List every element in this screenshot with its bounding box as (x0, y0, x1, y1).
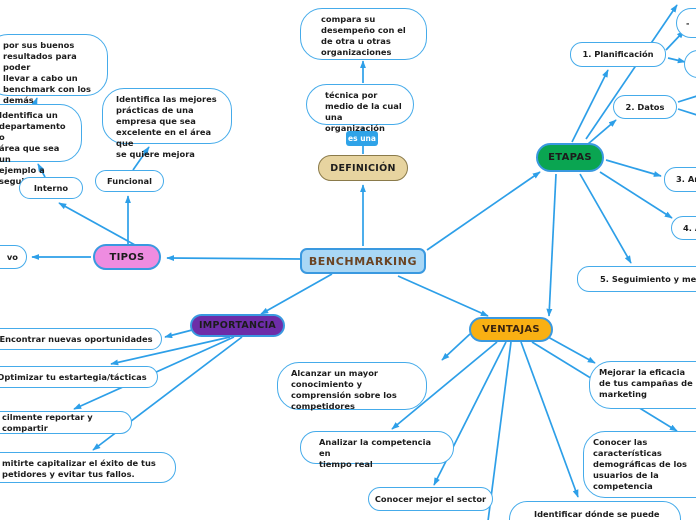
node-etapa-5[interactable]: 5. Seguimiento y mejora (577, 266, 696, 292)
node-etapas[interactable]: ETAPAS (536, 143, 604, 172)
node-ventajas-item-2[interactable]: Analizar la competencia en tiempo real (300, 431, 454, 469)
node-tipo-competitivo-partial[interactable]: vo (0, 245, 27, 269)
edge-ventajas-analizar (391, 341, 498, 430)
node-benchmarking[interactable]: BENCHMARKING (300, 248, 426, 274)
node-tipos[interactable]: TIPOS (93, 244, 161, 270)
node-ventajas-item-1[interactable]: Alcanzar un mayor conocimiento y compren… (277, 362, 427, 411)
node-etapa-4-partial[interactable]: 4. A (671, 216, 696, 240)
edge-benchmarking-tipos (166, 255, 301, 262)
edge-datos-right2 (677, 108, 696, 116)
label-es-una[interactable]: es una (346, 131, 378, 146)
node-ventajas-item-5[interactable]: Conocer las características demográficas… (583, 431, 696, 498)
node-interno-detail-2[interactable]: por sus buenos resultados para poder lle… (0, 34, 108, 116)
node-importancia-item-2[interactable]: Optimizar tu estartegia/tácticas (0, 366, 158, 388)
node-etapa-3-partial[interactable]: 3. An (664, 167, 696, 192)
node-funcional-detail[interactable]: Identifica las mejores prácticas de una … (102, 88, 232, 159)
edge-etapas-accion (599, 171, 673, 219)
node-ventajas-item-4[interactable]: Mejorar la eficacia de tus campañas de m… (589, 361, 696, 409)
edge-benchmarking-etapas (426, 171, 541, 251)
edge-etapas-ventajas (546, 173, 557, 317)
edge-ventajas-mejorar (547, 336, 596, 364)
edge-planificacion-corner2 (667, 57, 686, 64)
node-ventajas-item-3[interactable]: Conocer mejor el sector (368, 487, 493, 511)
edge-etapas-analisis (605, 159, 662, 177)
edge-benchmarking-ventajas (397, 275, 489, 317)
edge-ventajas-alcanzar (441, 333, 471, 361)
edge-datos-right1 (677, 95, 696, 103)
edge-etapas-topright (585, 4, 678, 140)
node-ventajas-item-6[interactable]: Identificar dónde se puede (509, 501, 681, 520)
node-etapa-2[interactable]: 2. Datos (613, 95, 677, 119)
node-importancia-item-1[interactable]: Encontrar nuevas oportunidades (0, 328, 162, 350)
edge-etapas-seguimiento (579, 173, 632, 264)
node-definicion-tecnica[interactable]: técnica por medio de la cual una organiz… (306, 84, 414, 133)
edge-funcional-detail (132, 146, 150, 171)
node-importancia-item-3[interactable]: cilmente reportar y compartir (0, 411, 132, 434)
edge-etapas-datos (587, 119, 617, 145)
edge-importancia-optimizar (110, 336, 231, 366)
node-importancia[interactable]: IMPORTANCIA (190, 314, 285, 337)
edge-benchmarking-importancia (260, 273, 333, 315)
node-definicion-compara[interactable]: compara su desempeño con el de otra u ot… (300, 8, 427, 60)
node-interno-detail-1[interactable]: Identifica un departamento o área que se… (0, 104, 82, 186)
node-etapa-1[interactable]: 1. Planificación (570, 42, 666, 67)
node-tipo-funcional[interactable]: Funcional (95, 170, 164, 192)
edge-interno-detail1 (37, 163, 46, 178)
node-definicion[interactable]: DEFINICIÓN (318, 155, 408, 181)
node-importancia-item-4[interactable]: mitirte capitalizar el éxito de tus peti… (0, 452, 176, 483)
edge-ventajas-identificar (520, 341, 579, 498)
node-ventajas[interactable]: VENTAJAS (469, 317, 553, 342)
edge-ventajas-down (487, 341, 512, 520)
edge-tipos-interno (58, 202, 136, 246)
edge-etapas-planificacion (571, 69, 609, 143)
node-tipo-interno[interactable]: Interno (19, 177, 83, 199)
